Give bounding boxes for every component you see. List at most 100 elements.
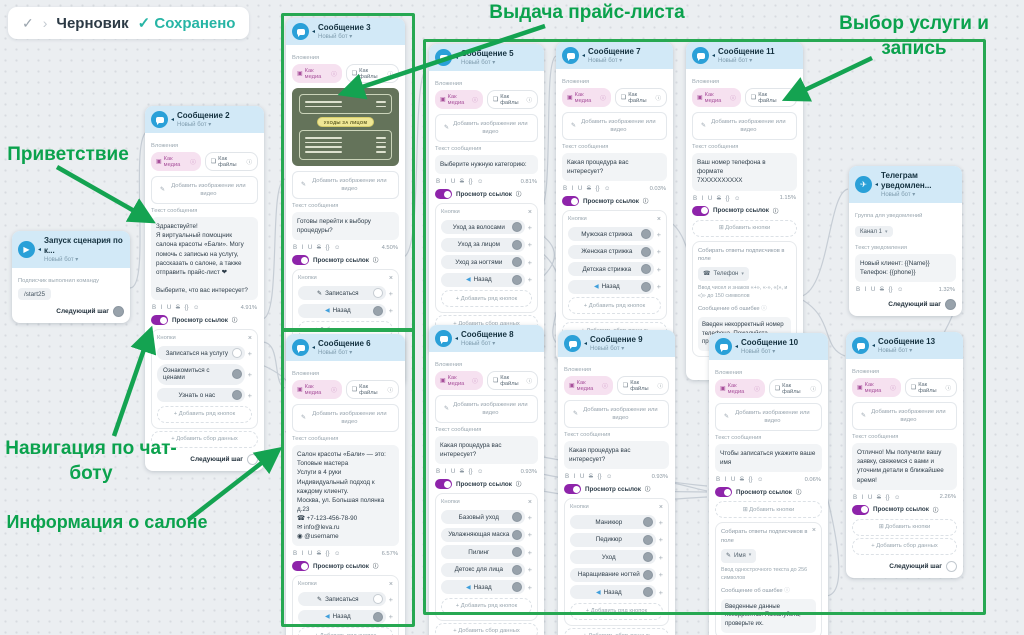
format-italic-button[interactable]: I — [160, 304, 163, 312]
bot-select[interactable]: Новый бот ▾ — [590, 346, 625, 352]
format-variables-button[interactable]: {} — [888, 286, 893, 294]
format-italic-button[interactable]: I — [573, 473, 576, 481]
add-button-row-button[interactable]: + Добавить ряд кнопок — [570, 602, 663, 620]
format-underline-button[interactable]: U — [577, 185, 583, 193]
connector-dot[interactable] — [511, 547, 522, 558]
format-underline-button[interactable]: U — [307, 244, 313, 252]
emoji-button[interactable]: ☺ — [477, 468, 484, 476]
close-icon[interactable]: × — [527, 209, 532, 217]
connector-dot[interactable] — [372, 288, 383, 299]
chat-button[interactable]: Мужская стрижка — [568, 227, 654, 242]
add-button-row-button[interactable]: + Добавить ряд кнопок — [568, 297, 661, 315]
add-image-button[interactable]: ✎Добавить изображение или видео — [435, 395, 538, 424]
format-bold-button[interactable]: B — [853, 493, 858, 501]
add-image-button[interactable]: ✎Добавить изображение или видео — [715, 403, 822, 432]
add-button-plus[interactable]: + — [527, 240, 532, 250]
connector-dot[interactable] — [231, 369, 242, 380]
format-italic-button[interactable]: I — [861, 493, 864, 501]
link-preview-toggle[interactable] — [715, 487, 732, 498]
close-icon[interactable]: × — [656, 216, 661, 224]
format-bold-button[interactable]: B — [436, 178, 441, 186]
emoji-button[interactable]: ☺ — [894, 493, 901, 501]
link-preview-toggle[interactable] — [562, 196, 579, 207]
emoji-button[interactable]: ☺ — [334, 244, 341, 252]
emoji-button[interactable]: ☺ — [334, 550, 341, 558]
format-italic-button[interactable]: I — [864, 286, 867, 294]
close-icon[interactable]: × — [247, 335, 252, 343]
close-icon[interactable]: × — [658, 504, 663, 512]
format-underline-button[interactable]: U — [867, 493, 873, 501]
connector-dot[interactable] — [231, 348, 242, 359]
chat-button[interactable]: Ознакомиться с ценами — [157, 363, 245, 385]
format-underline-button[interactable]: U — [166, 304, 172, 312]
format-strike-button[interactable]: S — [459, 178, 464, 186]
next-step-connector[interactable] — [247, 453, 258, 465]
connector-dot[interactable] — [642, 569, 653, 580]
add-button-plus[interactable]: + — [656, 264, 661, 274]
connector-dot[interactable] — [511, 239, 522, 250]
bot-select[interactable]: Новый бот ▾ — [741, 349, 776, 355]
format-strike-button[interactable]: S — [716, 194, 721, 202]
chat-button[interactable]: ✎Записаться — [298, 286, 386, 301]
chat-button[interactable]: Пилинг — [441, 545, 525, 560]
add-image-button[interactable]: ✎Добавить изображение или видео — [564, 400, 669, 429]
link-preview-toggle[interactable] — [292, 255, 309, 266]
format-strike-button[interactable]: S — [586, 185, 591, 193]
format-variables-button[interactable]: {} — [597, 473, 602, 481]
emoji-button[interactable]: ☺ — [897, 286, 904, 294]
format-strike-button[interactable]: S — [876, 493, 881, 501]
format-underline-button[interactable]: U — [450, 178, 456, 186]
format-strike-button[interactable]: S — [175, 304, 180, 312]
connector-dot[interactable] — [511, 529, 522, 540]
bot-select[interactable]: Новый бот ▾ — [177, 122, 212, 128]
add-data-button[interactable]: + Добавить сбор данных — [564, 627, 669, 635]
chat-button[interactable]: ◀Назад — [441, 272, 525, 287]
format-underline-button[interactable]: U — [450, 468, 456, 476]
add-buttons-button[interactable]: ⊞ Добавить кнопки — [692, 219, 797, 237]
add-button-plus[interactable]: + — [247, 369, 252, 379]
add-button-plus[interactable]: + — [527, 582, 532, 592]
add-image-button[interactable]: ✎Добавить изображение или видео — [435, 114, 538, 143]
chat-button[interactable]: Педикюр — [570, 532, 656, 547]
format-strike-button[interactable]: S — [316, 550, 321, 558]
link-preview-toggle[interactable] — [564, 484, 581, 495]
add-button-plus[interactable]: + — [527, 512, 532, 522]
add-button-plus[interactable]: + — [527, 275, 532, 285]
bot-select[interactable]: Новый бот ▾ — [881, 192, 916, 198]
format-underline-button[interactable]: U — [707, 194, 713, 202]
add-button-plus[interactable]: + — [527, 222, 532, 232]
close-icon[interactable]: × — [388, 581, 393, 589]
emoji-button[interactable]: ☺ — [734, 194, 741, 202]
format-variables-button[interactable]: {} — [725, 194, 730, 202]
connector-dot[interactable] — [642, 587, 653, 598]
format-underline-button[interactable]: U — [579, 473, 585, 481]
add-button-plus[interactable]: + — [656, 247, 661, 257]
chat-button[interactable]: Женская стрижка — [568, 244, 654, 259]
link-preview-toggle[interactable] — [292, 561, 309, 572]
group-select[interactable]: Канал 1▾ — [855, 226, 893, 237]
bot-select[interactable]: Новый бот ▾ — [461, 341, 496, 347]
chat-button[interactable]: ◀Назад — [441, 580, 525, 595]
connector-dot[interactable] — [372, 305, 383, 316]
chat-button[interactable]: Наращивание ногтей — [570, 567, 656, 582]
emoji-button[interactable]: ☺ — [757, 476, 764, 484]
add-image-button[interactable]: ✎Добавить изображение или видео — [562, 112, 667, 141]
add-data-button[interactable]: + Добавить сбор данных — [151, 430, 258, 448]
chat-button[interactable]: ✎Записаться — [298, 592, 386, 607]
connector-dot[interactable] — [642, 517, 653, 528]
add-button-row-button[interactable]: + Добавить ряд кнопок — [441, 597, 532, 615]
format-italic-button[interactable]: I — [701, 194, 704, 202]
add-button-plus[interactable]: + — [656, 282, 661, 292]
format-bold-button[interactable]: B — [436, 468, 441, 476]
